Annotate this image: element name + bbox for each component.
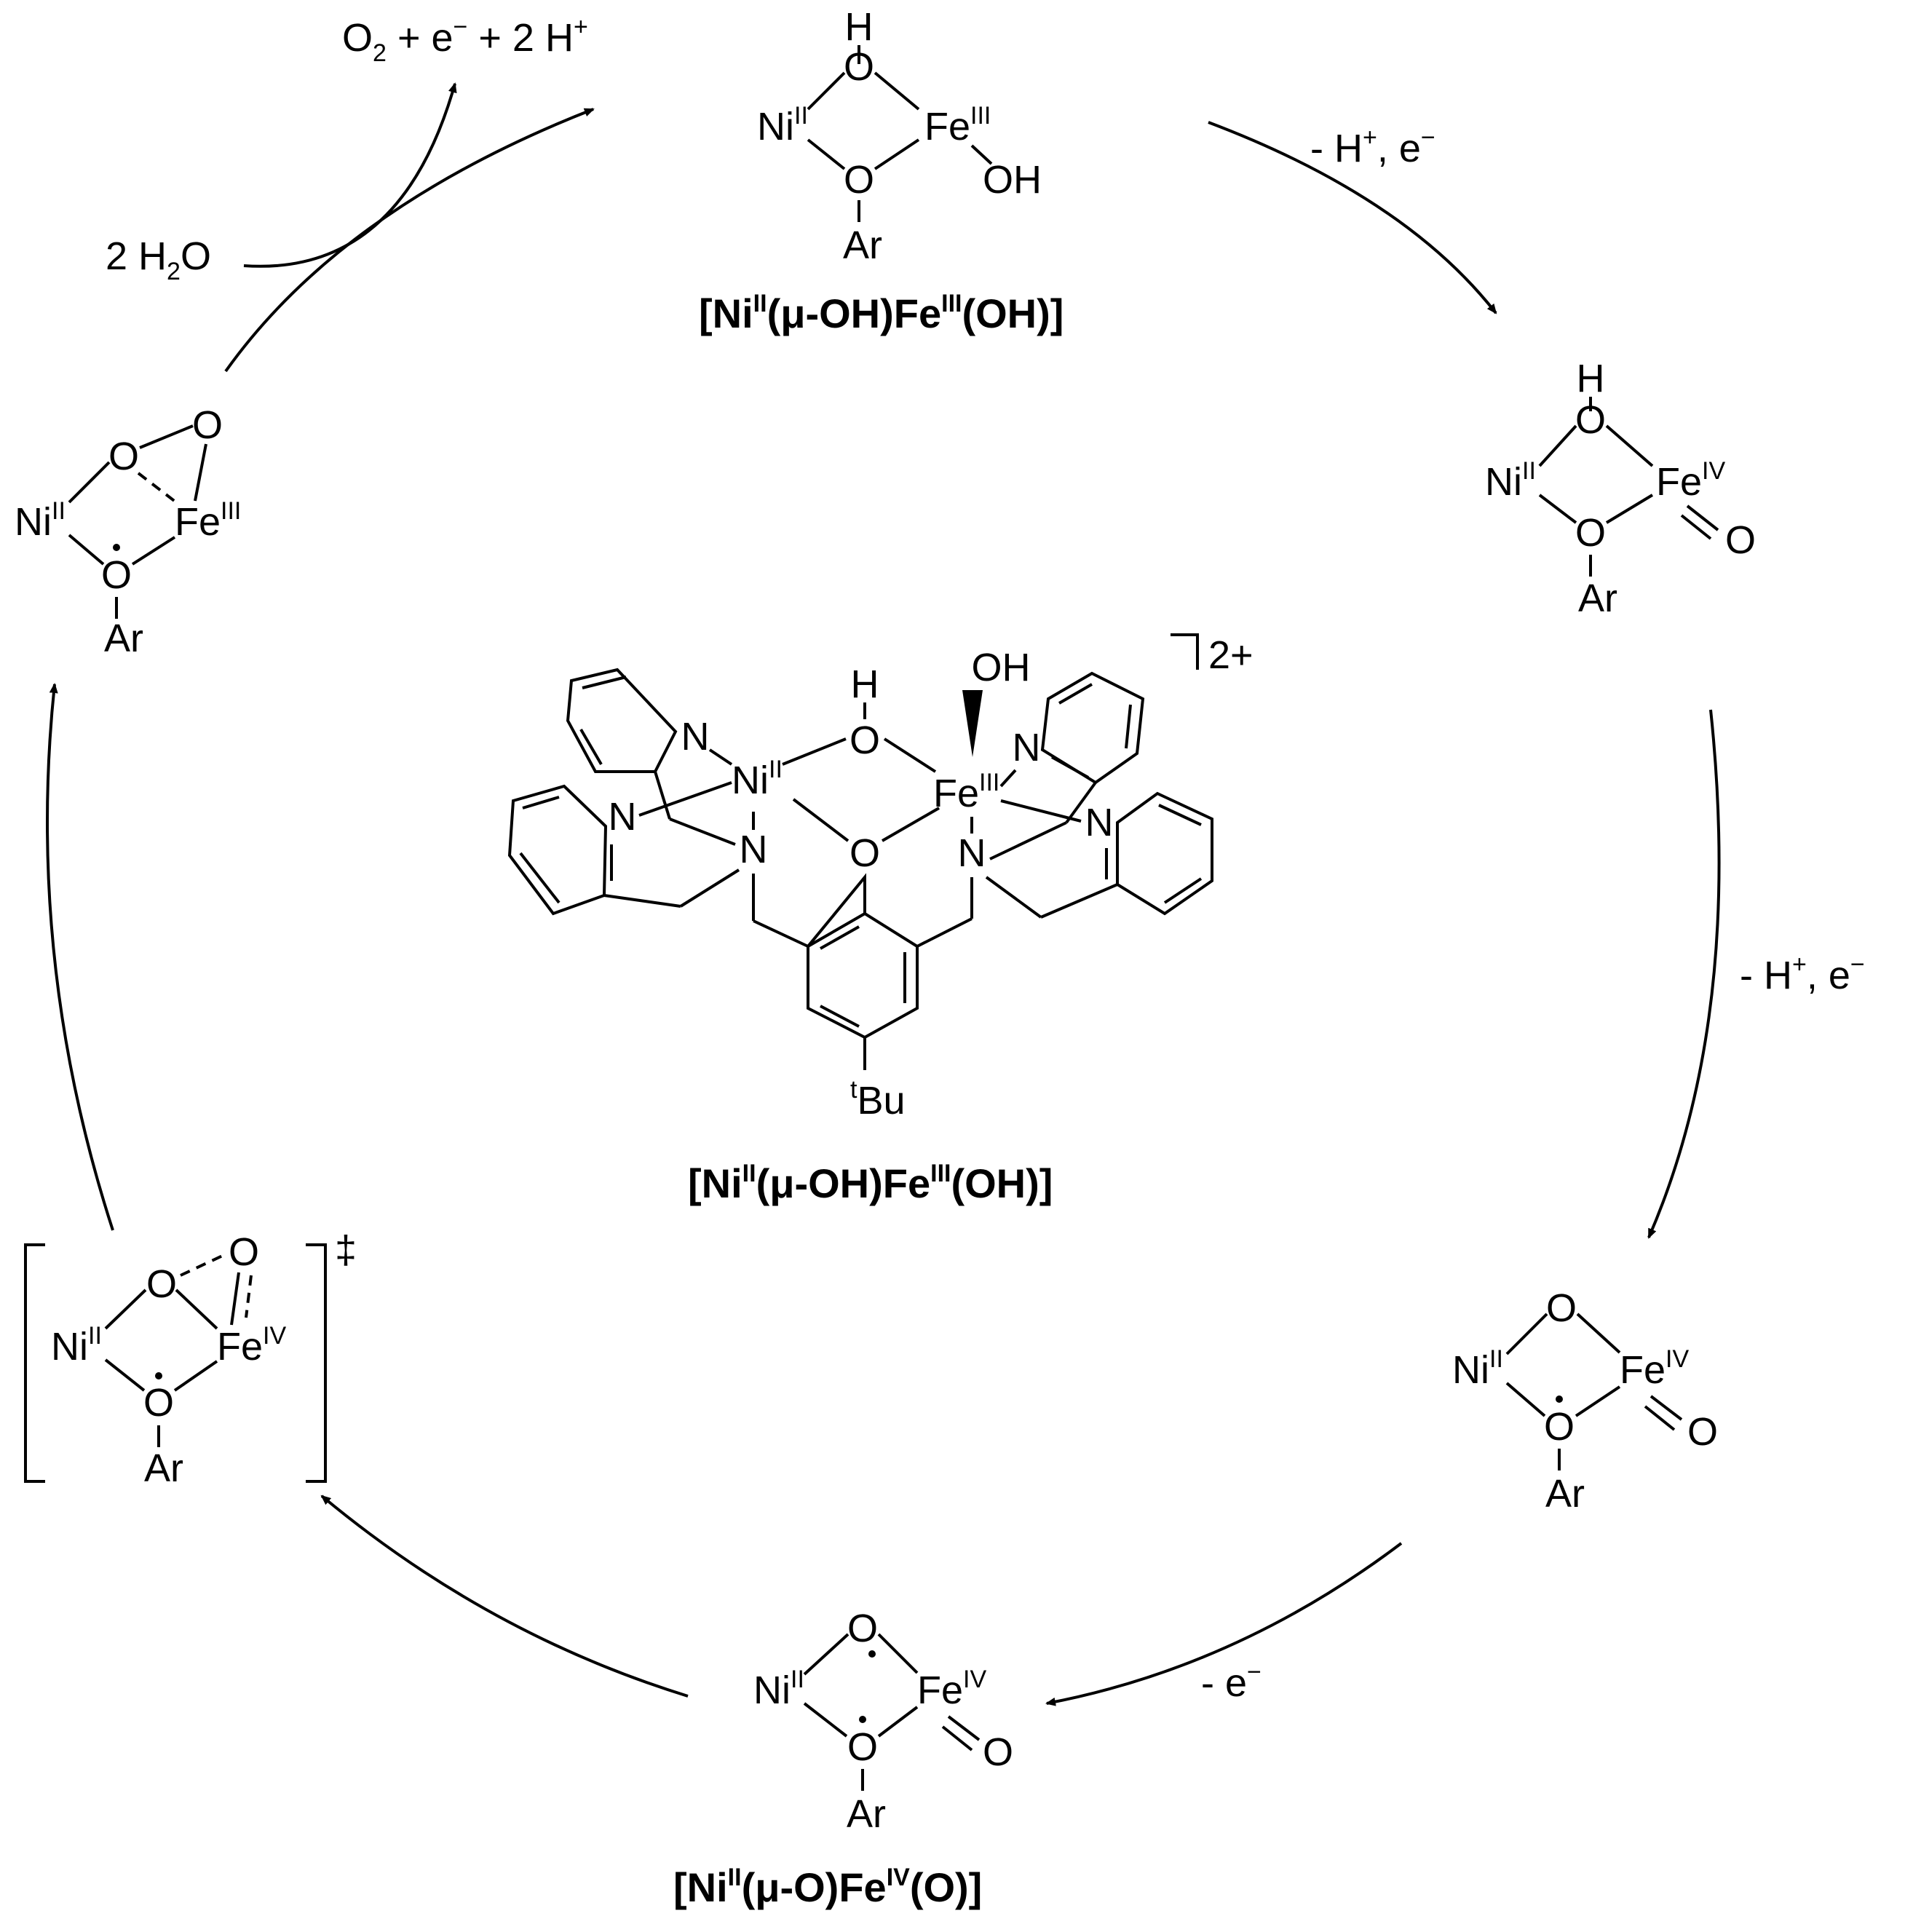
- structure-bottom: O NiII FeIV O O Ar [NiII(μ-O)FeIV(O)]: [673, 1607, 1013, 1910]
- step-label-1: - H+, e−: [1310, 124, 1435, 170]
- arrow-bottom-right: [1045, 1542, 1403, 1706]
- structure-top: H O NiII FeIII O OH Ar [NiII(μ-OH)FeIII(…: [699, 5, 1064, 336]
- aryl-label: Ar: [1578, 577, 1617, 620]
- water-label: 2 H2O: [106, 234, 211, 285]
- radical-dot: [859, 1716, 866, 1723]
- label-center: [NiII(μ-OH)FeIII(OH)]: [688, 1160, 1053, 1206]
- bridging-oxygen: O: [1575, 398, 1606, 442]
- wedge-bond: [962, 690, 983, 757]
- phenoxy-radical-oxygen: O: [1544, 1405, 1575, 1449]
- arrow-top-right: [1208, 121, 1497, 314]
- oxo-oxygen: O: [229, 1230, 259, 1274]
- radical-dot: [155, 1372, 162, 1379]
- nickel-label: NiII: [1485, 457, 1536, 504]
- pyridyl-nitrogen: N: [1085, 801, 1114, 844]
- tert-butyl-label: tBu: [850, 1076, 906, 1123]
- hydroxide-label: OH: [983, 158, 1042, 202]
- phenoxy-radical-oxygen: O: [143, 1381, 174, 1425]
- ts-bracket-left: [24, 1243, 45, 1483]
- amine-nitrogen: N: [958, 831, 986, 875]
- o2-release-label: O2 + e− + 2 H+: [342, 13, 588, 67]
- aryl-label: Ar: [847, 1792, 886, 1836]
- central-iron: FeIII: [933, 769, 999, 815]
- phenoxy-radical-oxygen: O: [847, 1725, 878, 1769]
- iron-label: FeIV: [917, 1666, 986, 1712]
- hydrogen-label: H: [845, 5, 874, 49]
- arrow-left: [46, 683, 114, 1231]
- phenoxide-oxygen: O: [1575, 511, 1606, 555]
- pyridyl-nitrogen: N: [1013, 726, 1041, 769]
- arrow-o2-release: [243, 82, 457, 268]
- nickel-label: NiII: [753, 1666, 804, 1712]
- bridging-oxygen: O: [108, 435, 139, 478]
- aryl-label: Ar: [144, 1446, 183, 1490]
- phenoxy-radical-oxygen: O: [101, 553, 132, 597]
- bridging-hydroxo-oxygen: O: [849, 718, 880, 762]
- iron-label: FeIII: [175, 497, 241, 544]
- arrow-right: [1647, 709, 1721, 1239]
- structure-transition-state: ‡ O O NiII FeIV O Ar: [24, 1228, 357, 1490]
- central-nickel: NiII: [732, 756, 783, 802]
- hydrogen-label: H: [1577, 357, 1605, 400]
- aryl-label: Ar: [843, 223, 882, 267]
- radical-dot: [1556, 1395, 1563, 1403]
- oxyl-oxygen: O: [847, 1607, 878, 1650]
- central-complex: 2+ H O OH NiII FeIII O N N N N N N: [507, 633, 1254, 1206]
- nickel-label: NiII: [51, 1322, 102, 1369]
- oxo-label: O: [983, 1730, 1013, 1774]
- iron-label: FeIV: [1656, 457, 1725, 504]
- aryl-label: Ar: [104, 617, 143, 660]
- iron-label: FeIV: [1620, 1345, 1689, 1392]
- radical-dot: [868, 1650, 876, 1658]
- radical-dot: [113, 544, 120, 551]
- amine-nitrogen: N: [740, 828, 768, 871]
- label-bottom: [NiII(μ-O)FeIV(O)]: [673, 1864, 982, 1910]
- iron-label: FeIII: [924, 102, 991, 149]
- terminal-oxygen: O: [192, 403, 223, 447]
- oxo-label: O: [1725, 518, 1756, 562]
- ts-bracket-right: [306, 1243, 327, 1483]
- oxo-label: O: [1687, 1410, 1718, 1454]
- step-label-3: - e−: [1201, 1658, 1262, 1705]
- step-label-2: - H+, e−: [1740, 951, 1865, 997]
- pyridyl-nitrogen: N: [609, 795, 637, 839]
- bridging-oxygen: O: [1546, 1286, 1577, 1330]
- structure-left-upper: O O NiII FeIII O Ar: [15, 403, 241, 660]
- ts-double-dagger: ‡: [335, 1228, 357, 1272]
- charge-bracket: [1171, 633, 1199, 670]
- nickel-label: NiII: [1452, 1345, 1503, 1392]
- structure-right-upper: H O NiII FeIV O O Ar: [1485, 357, 1756, 620]
- label-top: [NiII(μ-OH)FeIII(OH)]: [699, 290, 1064, 336]
- complex-charge: 2+: [1208, 633, 1254, 677]
- phenoxide-oxygen: O: [844, 158, 874, 202]
- bridging-oxygen: O: [146, 1262, 177, 1306]
- arrow-bottom-left: [320, 1494, 689, 1698]
- aryl-label: Ar: [1545, 1472, 1585, 1516]
- phenolate-oxygen: O: [849, 831, 880, 875]
- iron-label: FeIV: [217, 1322, 286, 1369]
- pyridyl-nitrogen: N: [681, 715, 710, 759]
- bridging-oxygen: O: [844, 45, 874, 89]
- hydroxo-hydrogen: H: [851, 662, 879, 706]
- arrow-top-left: [224, 108, 595, 373]
- nickel-label: NiII: [15, 497, 66, 544]
- structure-right-lower: O NiII FeIV O O Ar: [1452, 1286, 1718, 1516]
- terminal-hydroxide: OH: [972, 646, 1031, 689]
- nickel-label: NiII: [757, 102, 808, 149]
